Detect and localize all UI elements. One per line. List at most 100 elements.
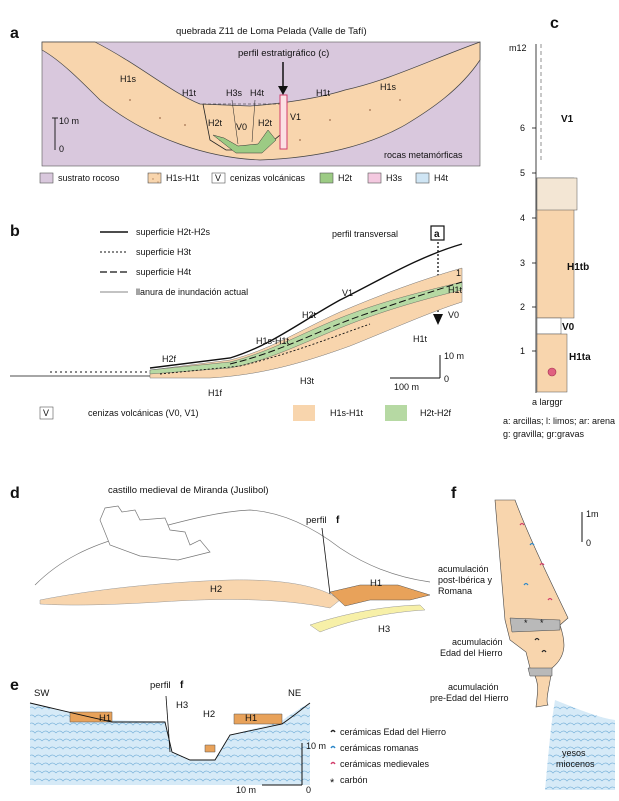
label-d-h1: H1: [370, 578, 382, 589]
panel-d-section-ref: f: [336, 515, 340, 526]
grain-note-1: a: arcillas; l: limos; ar: arena: [503, 416, 615, 426]
h3-surface-line: [159, 323, 371, 375]
legend-e-roman: cerámicas romanas: [340, 743, 419, 753]
h2-lens: [149, 281, 463, 375]
gypsum-base-f: [545, 700, 615, 790]
panel-b: b superficie H2t-H2s superficie H3t supe…: [10, 223, 464, 398]
label-b-h1f: H1f: [208, 388, 223, 398]
panel-c: c m12 6 5 4 3 2 1 V1 H1tb V0 H1ta a larg…: [503, 15, 615, 439]
legend-b-h4: superficie H4t: [136, 267, 192, 277]
unit-f-post-iberica: acumulación post-Ibérica y Romana: [438, 564, 495, 596]
scale-a-value: 10 m: [59, 116, 79, 126]
label-b-h2t: H2t: [302, 310, 317, 320]
panel-f: f * * 1m 0 acumulación post-Ibérica y Ro…: [430, 485, 615, 790]
legend-b-h2: H2t-H2f: [420, 408, 452, 418]
grain-axis-label: a larggr: [532, 397, 563, 407]
gravel-layer-2: [527, 667, 553, 677]
h2t-terraces: [212, 129, 277, 154]
panel-b-letter: b: [10, 223, 20, 240]
panel-e-section-ref: f: [180, 680, 184, 691]
legend-b-h2: superficie H2t-H2s: [136, 227, 211, 237]
legend-e-charcoal: carbón: [340, 775, 368, 785]
terrace-h3-d: [309, 604, 426, 633]
unit-v0: V0: [562, 322, 575, 333]
tick-1: 1: [520, 346, 525, 356]
legend-b: V cenizas volcánicas (V0, V1) H1s-H1t H2…: [39, 405, 452, 421]
terrace-h2-e: [204, 744, 216, 753]
label-h1s-left: H1s: [120, 74, 137, 84]
panel-e: e SW NE perfil f H1 H1 H3 H2 10 m 0 10 m: [10, 677, 326, 795]
label-e-h3: H3: [176, 700, 188, 711]
panel-d-section-label: perfil: [306, 515, 327, 526]
unit-h1tb: H1tb: [567, 262, 589, 273]
unit-h1ta-box: [536, 333, 568, 393]
label-ne: NE: [288, 688, 301, 699]
label-v1-a: V1: [290, 112, 301, 122]
cross-section-ref: a: [434, 229, 440, 240]
legend-a-ash-symbol: V: [215, 173, 221, 183]
legend-a-h4t: H4t: [434, 173, 449, 183]
label-e-h1-right: H1: [245, 713, 257, 724]
tick-2: 2: [520, 302, 525, 312]
terrace-h1-right: [233, 713, 283, 725]
panel-d-title: castillo medieval de Miranda (Juslibol): [108, 485, 269, 496]
unit-h1ta: H1ta: [569, 352, 591, 363]
panel-d: d castillo medieval de Miranda (Juslibol…: [10, 485, 431, 635]
legend-a-h3s: H3s: [386, 173, 403, 183]
label-sw: SW: [34, 688, 49, 699]
legend-b-h1: H1s-H1t: [330, 408, 364, 418]
label-h4t: H4t: [250, 88, 265, 98]
grain-note-2: g: gravilla; gr:gravas: [503, 429, 585, 439]
panel-d-letter: d: [10, 485, 20, 502]
column-top-label: m12: [509, 43, 527, 53]
valley-profile-e: [29, 702, 311, 761]
label-d-h3: H3: [378, 624, 390, 635]
castle-ruins: [99, 505, 211, 561]
unit-f-gypsum: yesos miocenos: [556, 748, 595, 769]
scale-a-zero: 0: [59, 144, 64, 154]
tick-4: 4: [520, 213, 525, 223]
h2-surface-line: [149, 243, 463, 369]
legend-b-h3: superficie H3t: [136, 247, 192, 257]
legend-a-ash: cenizas volcánicas: [230, 173, 306, 183]
label-b-one: 1: [456, 268, 461, 278]
scale-e-v-zero: 0: [306, 785, 311, 795]
sediment-h1: [149, 267, 463, 379]
scale-b-h-value: 100 m: [394, 382, 419, 392]
legend-b-ash-symbol: V: [43, 408, 49, 418]
valley-fill-h1: [41, 41, 481, 161]
scale-b-v-zero: 0: [444, 374, 449, 384]
tick-5: 5: [520, 168, 525, 178]
panel-a: a quebrada Z11 de Loma Pelada (Valle de …: [10, 25, 481, 167]
panel-a-letter: a: [10, 25, 19, 42]
legend-a: sustrato rocoso H1s-H1t V cenizas volcán…: [39, 172, 449, 184]
label-b-h1t-right: H1t: [413, 334, 428, 344]
label-h2t-left: H2t: [208, 118, 223, 128]
label-b-h3t: H3t: [300, 376, 315, 386]
label-e-h1-left: H1: [99, 713, 111, 724]
section-arrow-head: [278, 86, 288, 95]
cross-section-label: perfil transversal: [332, 229, 398, 239]
scale-f-zero: 0: [586, 538, 591, 548]
label-d-h2: H2: [210, 584, 222, 595]
legend-e-iron: cerámicas Edad del Hierro: [340, 727, 446, 737]
tick-6: 6: [520, 123, 525, 133]
unit-f-iron-age: acumulación Edad del Hierro: [440, 637, 505, 658]
panel-e-section-label: perfil: [150, 680, 171, 691]
unit-v0-box: [536, 317, 562, 335]
scale-f-value: 1m: [586, 509, 599, 519]
scale-e-v-value: 10 m: [306, 741, 326, 751]
gravel-layer-1: [509, 617, 561, 633]
h4-surface-line: [229, 281, 463, 365]
label-h1t-right: H1t: [316, 88, 331, 98]
rock-label: rocas metamórficas: [384, 150, 463, 160]
label-h2t-right: H2t: [258, 118, 273, 128]
legend-a-bedrock: sustrato rocoso: [58, 173, 120, 183]
label-b-v1: V1: [342, 288, 353, 298]
panel-f-letter: f: [451, 485, 457, 502]
legend-b-floodplain: llanura de inundación actual: [136, 287, 248, 297]
label-e-h2: H2: [203, 709, 215, 720]
label-b-v0: V0: [448, 310, 459, 320]
svg-text:*: *: [540, 618, 544, 628]
